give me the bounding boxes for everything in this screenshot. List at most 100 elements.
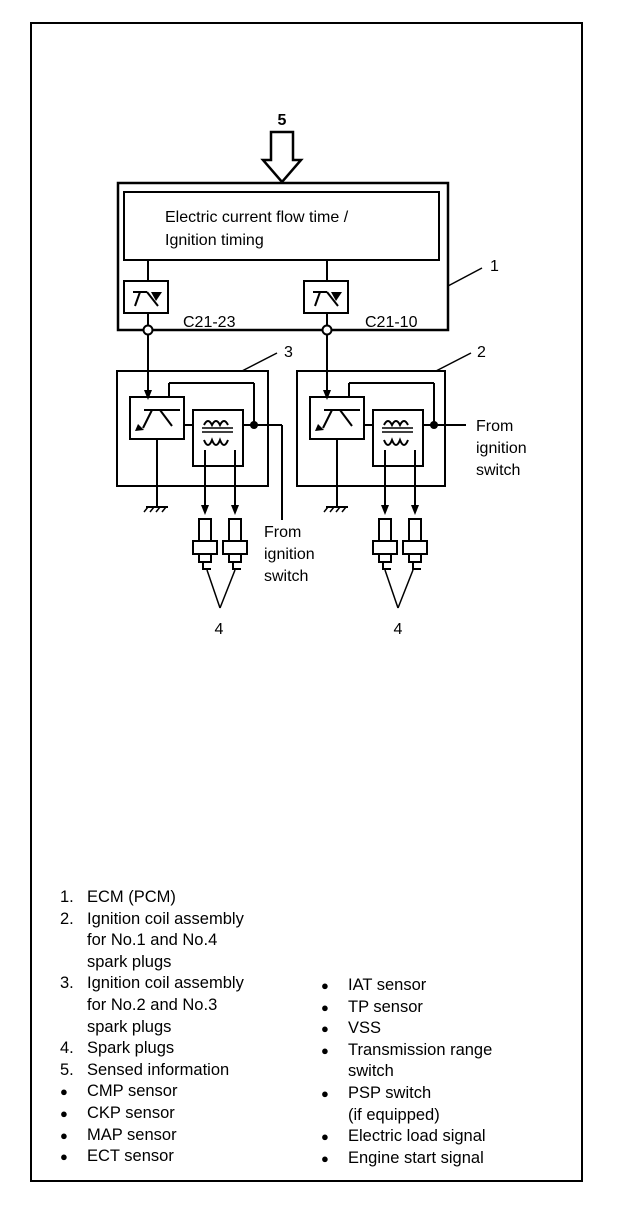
- from-ignition-left-line-2: ignition: [264, 546, 315, 563]
- legend-indent: [321, 1061, 348, 1083]
- legend-marker: 2.: [60, 909, 74, 928]
- ecm-inner-box: [123, 191, 440, 261]
- terminal-right-node-icon: [321, 324, 333, 336]
- legend-text: CKP sensor: [87, 1103, 175, 1122]
- legend-item: ● Electric load signal: [321, 1126, 492, 1148]
- legend-item: for No.2 and No.3: [60, 995, 244, 1017]
- legend-indent: [60, 930, 87, 952]
- ecm-text-line-1: Electric current flow time /: [165, 209, 349, 226]
- legend-item: ● PSP switch: [321, 1083, 492, 1105]
- ecm-text-line-2: Ignition timing: [165, 232, 264, 249]
- legend-indent: [60, 952, 87, 974]
- ecm-transistor-left-icon: [123, 260, 169, 314]
- legend-text: Engine start signal: [348, 1148, 484, 1167]
- legend-item: ● ECT sensor: [60, 1146, 244, 1168]
- terminal-c21-23: C21-23: [183, 314, 236, 331]
- callout-3-label: 3: [284, 344, 293, 361]
- sensed-information-arrow-icon: [260, 130, 304, 184]
- legend-text: VSS: [348, 1019, 382, 1038]
- legend-item: ● Transmission range: [321, 1040, 492, 1062]
- legend-item: ● MAP sensor: [60, 1125, 244, 1147]
- legend-item: 2. Ignition coil assembly: [60, 909, 244, 931]
- bullet-icon: ●: [321, 1085, 329, 1101]
- legend-indent: [321, 1105, 348, 1127]
- bullet-icon: ●: [60, 1149, 68, 1165]
- legend-text: Ignition coil assembly: [87, 909, 244, 928]
- legend-marker: 5.: [60, 1060, 74, 1079]
- spark-plug-left-2-icon: [222, 518, 248, 570]
- legend-text: for No.1 and No.4: [87, 931, 218, 950]
- legend-text: MAP sensor: [87, 1125, 177, 1144]
- legend-right-column: ● IAT sensor ● TP sensor ● VSS ● Transmission r…: [321, 975, 492, 1169]
- bullet-icon: ●: [60, 1084, 68, 1100]
- legend-text: Transmission range: [348, 1040, 493, 1059]
- callout-4-right-leader-b: [397, 569, 414, 609]
- bullet-icon: ●: [60, 1105, 68, 1121]
- legend-indent: [60, 995, 87, 1017]
- legend-marker: 1.: [60, 888, 74, 906]
- legend-marker: 3.: [60, 974, 74, 993]
- legend-text: spark plugs: [87, 1017, 172, 1036]
- callout-4-left-leader-a: [206, 569, 221, 609]
- legend-text: ECM (PCM): [87, 888, 176, 906]
- from-ignition-right-line-2: ignition: [476, 440, 527, 457]
- legend-text: for No.2 and No.3: [87, 995, 218, 1014]
- ecm-box: [116, 181, 450, 332]
- legend-item: 3. Ignition coil assembly: [60, 973, 244, 995]
- legend-item: (if equipped): [321, 1105, 492, 1127]
- bullet-icon: ●: [321, 978, 329, 993]
- legend-item: ● IAT sensor: [321, 975, 492, 997]
- legend-text: PSP switch: [348, 1083, 432, 1102]
- legend-text: spark plugs: [87, 952, 172, 971]
- callout-3-leader: [241, 352, 278, 372]
- callout-2-label: 2: [477, 344, 486, 361]
- from-ignition-left-line-1: From: [264, 524, 301, 541]
- legend-item: 5. Sensed information: [60, 1060, 244, 1082]
- ecm-transistor-right-icon: [303, 260, 349, 314]
- legend-item: ● VSS: [321, 1018, 492, 1040]
- bullet-icon: ●: [321, 999, 329, 1015]
- legend-text: (if equipped): [348, 1105, 440, 1124]
- bullet-icon: ●: [321, 1150, 329, 1166]
- from-ignition-left-line-3: switch: [264, 568, 308, 585]
- callout-1-label: 1: [490, 258, 499, 275]
- spark-plug-right-1-icon: [372, 518, 398, 570]
- legend-item: 1. ECM (PCM): [60, 887, 244, 909]
- spark-plug-right-2-icon: [402, 518, 428, 570]
- bullet-icon: ●: [321, 1129, 329, 1145]
- ignition-coil-assembly-left: [116, 335, 283, 520]
- legend-item: ● TP sensor: [321, 997, 492, 1019]
- legend-item: spark plugs: [60, 952, 244, 974]
- legend-text: switch: [348, 1062, 394, 1081]
- legend-item: ● CMP sensor: [60, 1081, 244, 1103]
- from-ignition-right-line-3: switch: [476, 462, 520, 479]
- bullet-icon: ●: [321, 1021, 329, 1037]
- callout-1-leader: [447, 267, 483, 287]
- legend-text: Spark plugs: [87, 1039, 175, 1058]
- legend-text: TP sensor: [348, 997, 423, 1016]
- legend-left-column: 1. ECM (PCM) 2. Ignition coil assembly for N…: [60, 887, 244, 1168]
- callout-4-right-label: 4: [394, 621, 403, 638]
- legend-text: ECT sensor: [87, 1147, 174, 1166]
- legend-item: for No.1 and No.4: [60, 930, 244, 952]
- legend-item: switch: [321, 1061, 492, 1083]
- ignition-coil-assembly-right: [296, 335, 466, 515]
- legend-text: Electric load signal: [348, 1127, 486, 1146]
- bullet-icon: ●: [60, 1127, 68, 1143]
- spark-plug-left-1-icon: [192, 518, 218, 570]
- legend-text: CMP sensor: [87, 1082, 178, 1101]
- terminal-left-node-icon: [142, 324, 154, 336]
- legend-item: ● CKP sensor: [60, 1103, 244, 1125]
- legend-marker: 4.: [60, 1039, 74, 1058]
- callout-4-left-label: 4: [215, 621, 224, 638]
- legend-indent: [60, 1017, 87, 1039]
- from-ignition-right-line-1: From: [476, 418, 513, 435]
- bullet-icon: ●: [321, 1042, 329, 1058]
- legend-item: spark plugs: [60, 1017, 244, 1039]
- legend-text: Ignition coil assembly: [87, 974, 244, 993]
- terminal-c21-10: C21-10: [365, 314, 418, 331]
- legend-text: IAT sensor: [348, 976, 427, 994]
- legend-item: ● Engine start signal: [321, 1148, 492, 1170]
- legend-text: Sensed information: [87, 1060, 230, 1079]
